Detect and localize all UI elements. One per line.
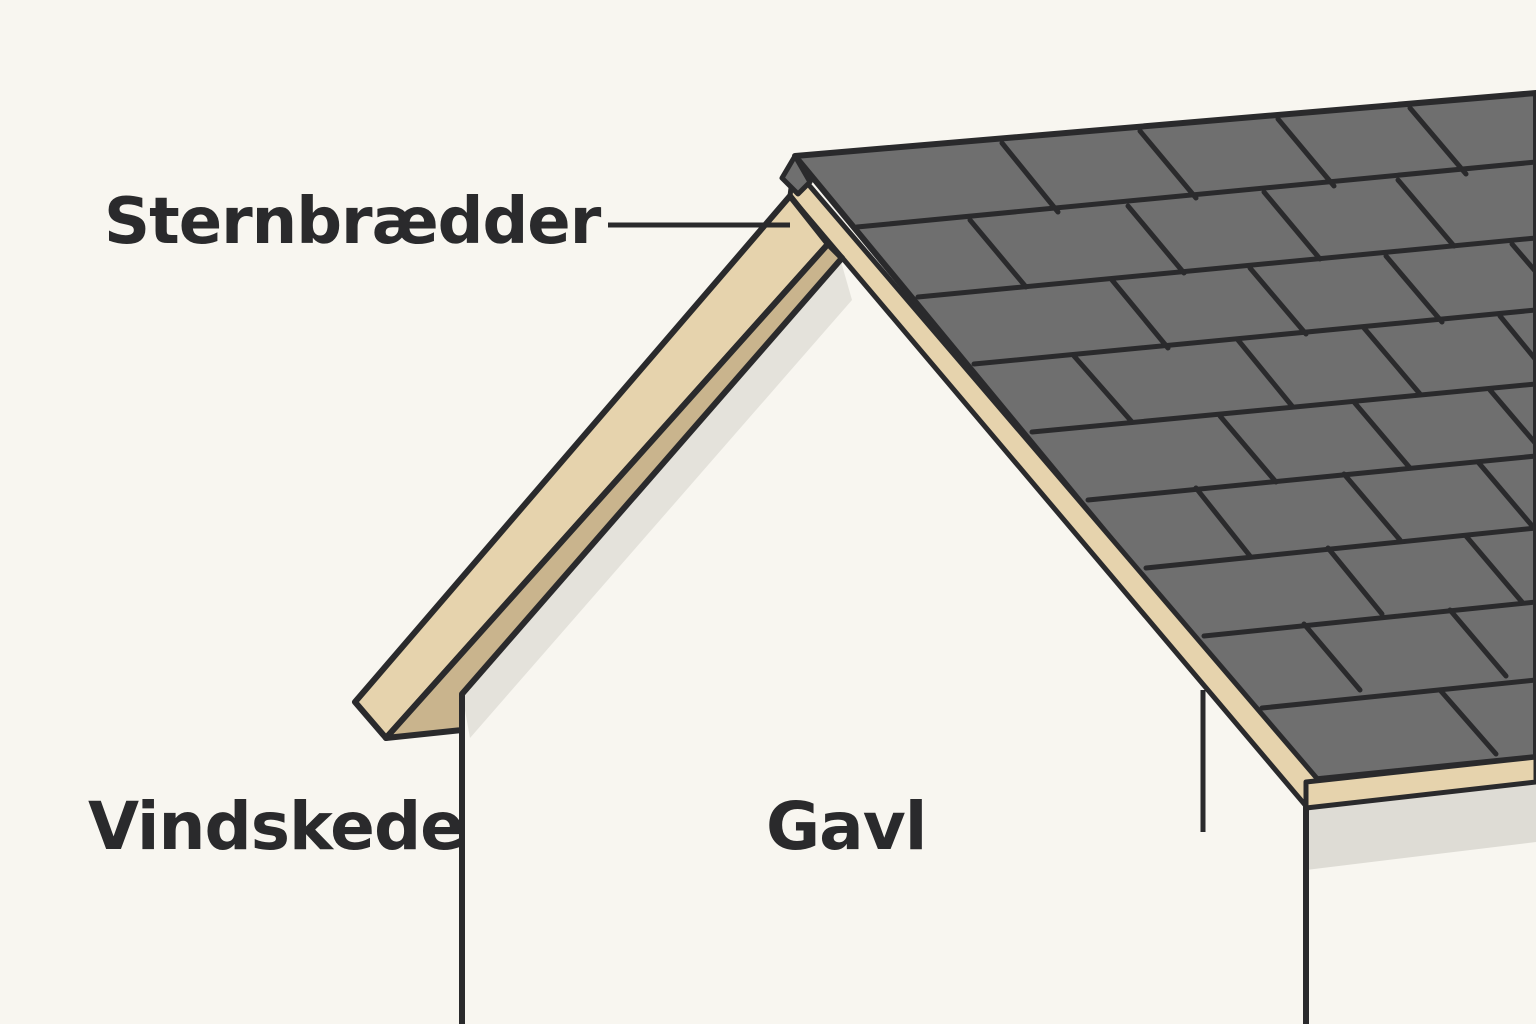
label-gavl: Gavl [766, 788, 927, 865]
label-vindskede: Vindskede [88, 788, 465, 865]
left-barge-board-face [383, 241, 845, 741]
eave-board [1303, 754, 1536, 811]
gable-shadow [840, 230, 1536, 870]
ridge-cap [779, 153, 813, 197]
label-sternbraedder: Sternbrædder [104, 185, 601, 259]
shingle-lines [854, 105, 1536, 757]
gable-wall [462, 258, 1306, 1024]
left-eave-shadow [462, 258, 852, 738]
